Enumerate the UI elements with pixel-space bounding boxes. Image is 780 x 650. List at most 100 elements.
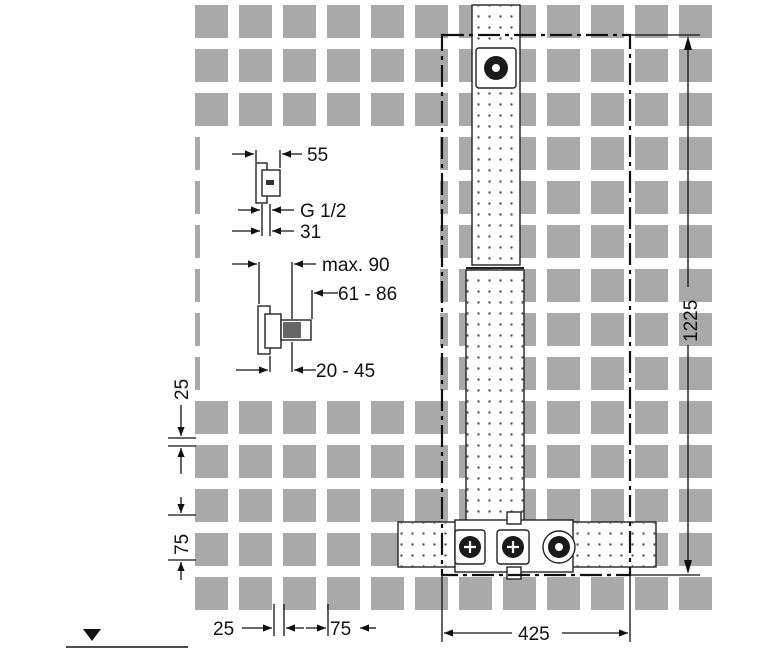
wall-tile xyxy=(591,313,624,346)
wall-tile xyxy=(327,489,360,522)
wall-tile xyxy=(283,49,316,82)
wall-tile xyxy=(591,489,624,522)
wall-tile xyxy=(327,533,360,566)
dim-label-31: 31 xyxy=(300,222,321,243)
wall-tile xyxy=(591,577,624,610)
wall-tile xyxy=(239,533,272,566)
wall-tile xyxy=(679,49,712,82)
dim-height: 1225 xyxy=(630,34,702,576)
wall-tile xyxy=(635,401,668,434)
detail-backdrop xyxy=(200,133,440,391)
wall-tile xyxy=(547,577,580,610)
wall-tile xyxy=(283,577,316,610)
wall-tile xyxy=(635,225,668,258)
wall-tile xyxy=(591,93,624,126)
wall-tile xyxy=(635,489,668,522)
spindle-hatch xyxy=(283,322,301,338)
wall-tile xyxy=(415,577,448,610)
dim-label-425: 425 xyxy=(518,624,550,645)
wall-tile xyxy=(679,357,712,390)
mounting-rail xyxy=(465,4,525,526)
wall-tile xyxy=(635,5,668,38)
wall-tile xyxy=(547,269,580,302)
wall-tile xyxy=(283,5,316,38)
wall-tile xyxy=(679,93,712,126)
dim-label-left-75: 75 xyxy=(172,534,193,555)
dim-label-61-86: 61 - 86 xyxy=(338,284,397,305)
wall-tile xyxy=(635,137,668,170)
wall-tile xyxy=(327,577,360,610)
wall-tile xyxy=(371,93,404,126)
wall-tile xyxy=(635,445,668,478)
wall-tile xyxy=(547,489,580,522)
dim-label-bottom-75: 75 xyxy=(330,619,351,640)
dim-label-g12: G 1/2 xyxy=(300,201,346,222)
detail-bottom: max. 90 61 - 86 20 - 45 xyxy=(232,255,397,382)
wall-tile xyxy=(371,445,404,478)
wall-tile xyxy=(415,5,448,38)
wall-tile xyxy=(679,181,712,214)
wall-tile xyxy=(547,357,580,390)
wall-tile xyxy=(239,49,272,82)
wall-tile xyxy=(679,313,712,346)
wall-tile xyxy=(195,401,228,434)
wall-tile xyxy=(371,401,404,434)
wall-tile xyxy=(635,49,668,82)
wall-tile xyxy=(679,401,712,434)
wall-tile xyxy=(591,445,624,478)
wall-tile xyxy=(239,577,272,610)
wall-tile xyxy=(591,137,624,170)
wall-tile xyxy=(195,533,228,566)
wall-tile xyxy=(239,445,272,478)
wall-tile xyxy=(503,577,536,610)
wall-tile xyxy=(591,357,624,390)
wall-tile xyxy=(679,5,712,38)
wall-tile xyxy=(679,445,712,478)
wall-tile xyxy=(547,401,580,434)
wall-tile xyxy=(635,93,668,126)
wall-tile xyxy=(239,93,272,126)
wall-tile xyxy=(371,49,404,82)
wall-tile xyxy=(547,225,580,258)
wall-tile xyxy=(283,489,316,522)
wall-tile xyxy=(239,5,272,38)
body-top-mark xyxy=(266,180,274,185)
wall-tile xyxy=(371,577,404,610)
wall-tile xyxy=(327,93,360,126)
dim-label-bottom-25: 25 xyxy=(213,619,234,640)
wall-tile xyxy=(327,445,360,478)
wall-tile xyxy=(547,137,580,170)
wall-tile xyxy=(591,181,624,214)
wall-tile xyxy=(239,489,272,522)
wall-tile xyxy=(679,137,712,170)
wall-tile xyxy=(371,489,404,522)
bottom-rail xyxy=(397,511,657,580)
wall-tile xyxy=(283,93,316,126)
wall-tile xyxy=(195,93,228,126)
detail-top: 55 G 1/2 31 xyxy=(232,145,346,243)
wall-tile xyxy=(679,489,712,522)
wall-tile xyxy=(679,269,712,302)
wall-tile xyxy=(679,225,712,258)
wall-tile xyxy=(459,577,492,610)
wall-tile xyxy=(679,577,712,610)
wall-tile xyxy=(195,577,228,610)
wall-tile xyxy=(591,5,624,38)
installation-frame xyxy=(440,33,632,577)
wall-tile xyxy=(547,93,580,126)
wall-tile xyxy=(635,181,668,214)
wall-tile xyxy=(195,5,228,38)
wall-tile xyxy=(547,49,580,82)
dim-label-20-45: 20 - 45 xyxy=(316,361,375,382)
wall-tile xyxy=(195,445,228,478)
wall-tile xyxy=(679,533,712,566)
wall-tile xyxy=(635,357,668,390)
dim-label-55: 55 xyxy=(307,145,328,166)
dim-tiles-left: 25 75 xyxy=(168,379,196,580)
dim-label-max90: max. 90 xyxy=(322,255,390,276)
wall-tile xyxy=(195,489,228,522)
dim-width: 425 xyxy=(441,576,631,645)
wall-tile xyxy=(283,445,316,478)
wall-tile xyxy=(371,5,404,38)
